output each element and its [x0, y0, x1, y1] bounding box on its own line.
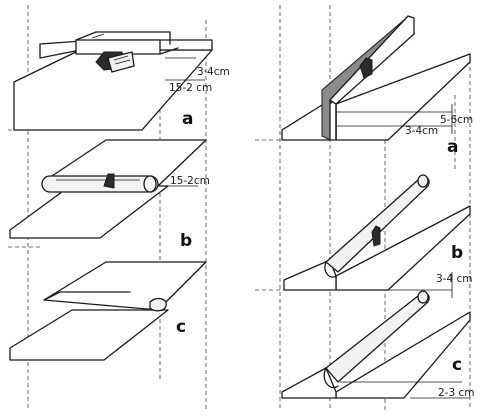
left-figure-b: 15-2cm b — [9, 139, 210, 251]
left-b-letter: b — [180, 231, 192, 251]
left-c-fold — [149, 297, 167, 312]
left-c-sheet-lower — [9, 309, 169, 361]
left-a-dim-bottom: 15-2 cm — [169, 82, 212, 94]
left-a-dim-top: 3·4cm — [197, 66, 230, 78]
left-a-sheet-lower — [13, 49, 213, 131]
right-b-dim: 3-4 cm — [436, 273, 473, 285]
right-b-letter: b — [451, 243, 463, 263]
right-c-sheet-left — [281, 367, 337, 399]
right-c-letter: c — [452, 355, 462, 375]
left-a-letter: a — [182, 109, 193, 129]
right-b-sheet-left — [283, 259, 337, 291]
left-b-clip — [103, 173, 115, 189]
right-a-dim-top: 5-6cm — [440, 114, 473, 126]
left-b-roll — [41, 175, 159, 193]
right-figure-b: 3-4 cm b — [283, 174, 473, 298]
right-figure-c: 2-3 cm c — [281, 290, 475, 399]
right-a-dim-bottom: 3-4cm — [405, 125, 438, 137]
right-b-clip — [371, 225, 381, 247]
left-figure-c: c — [9, 261, 207, 361]
left-c-letter: c — [176, 317, 186, 337]
right-c-dim: 2-3 cm — [438, 387, 475, 399]
right-a-clip — [359, 57, 373, 79]
left-b-dim: 15-2cm — [170, 175, 210, 187]
right-a-letter: a — [447, 137, 458, 157]
left-figure-a: 3·4cm 15-2 cm a — [13, 31, 230, 131]
right-figure-a: 5-6cm 3-4cm a — [281, 15, 473, 157]
left-b-sheet-lower — [9, 185, 169, 239]
left-c-sheet-upper — [43, 261, 207, 311]
